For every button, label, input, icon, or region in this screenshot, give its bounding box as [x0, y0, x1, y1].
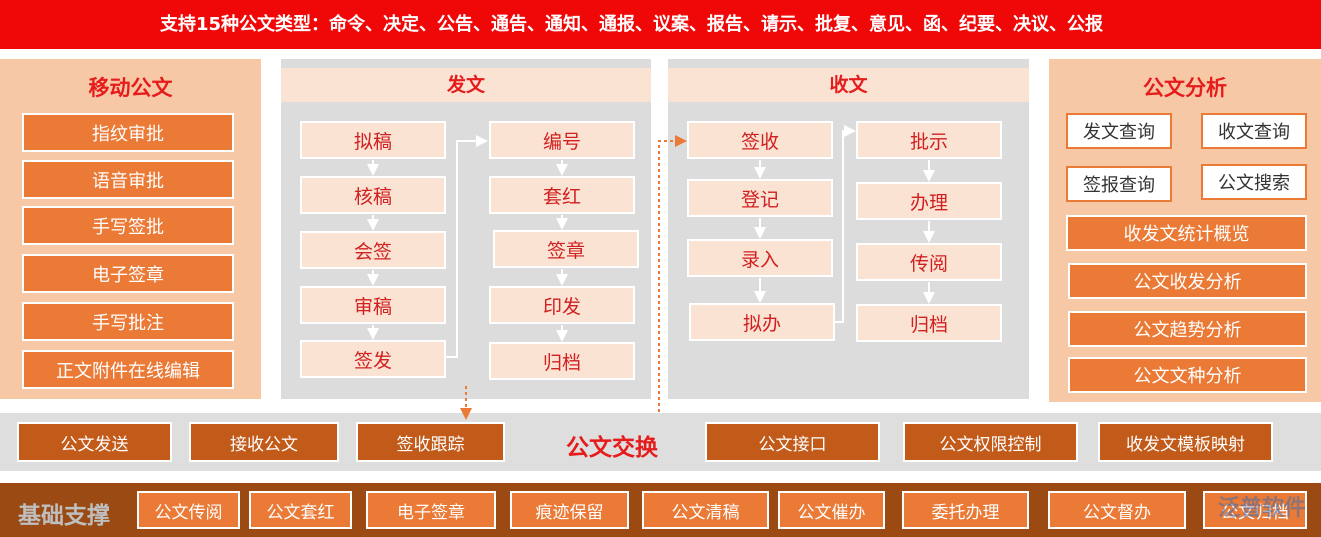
mobile-title: 移动公文: [88, 76, 173, 100]
receive-step-circulate[interactable]: 传阅: [856, 243, 1002, 281]
base-supervise-button[interactable]: 公文督办: [1048, 491, 1186, 529]
base-circulate-button[interactable]: 公文传阅: [137, 491, 240, 529]
exchange-receive-button[interactable]: 接收公文: [189, 422, 339, 462]
receive-step-archive[interactable]: 归档: [856, 304, 1002, 342]
base-urge-button[interactable]: 公文催办: [778, 491, 885, 529]
base-label: 基础支撑: [18, 503, 110, 529]
send-query-button[interactable]: 发文查询: [1066, 113, 1172, 149]
base-trace-button[interactable]: 痕迹保留: [510, 491, 629, 529]
report-query-button[interactable]: 签报查询: [1066, 166, 1172, 202]
exchange-permission-button[interactable]: 公文权限控制: [903, 422, 1078, 462]
send-step-audit[interactable]: 审稿: [300, 286, 446, 324]
doc-search-button[interactable]: 公文搜索: [1201, 164, 1307, 200]
mobile-item-online-edit[interactable]: 正文附件在线编辑: [22, 350, 234, 389]
exchange-send-button[interactable]: 公文发送: [17, 422, 172, 462]
send-step-seal[interactable]: 签章: [493, 230, 639, 268]
send-step-review[interactable]: 核稿: [300, 176, 446, 214]
mobile-item-handwrite-sign[interactable]: 手写签批: [22, 206, 234, 245]
send-step-print[interactable]: 印发: [489, 286, 635, 324]
receive-step-handle[interactable]: 办理: [856, 182, 1002, 220]
watermark-logo: 泛普软件: [1218, 496, 1307, 521]
send-step-number[interactable]: 编号: [489, 121, 635, 159]
mobile-item-e-seal[interactable]: 电子签章: [22, 254, 234, 293]
base-red-header-button[interactable]: 公文套红: [249, 491, 352, 529]
receive-step-sign[interactable]: 签收: [687, 121, 833, 159]
receive-step-instruct[interactable]: 批示: [856, 121, 1002, 159]
trend-analysis-button[interactable]: 公文趋势分析: [1068, 311, 1307, 347]
base-delegate-button[interactable]: 委托办理: [902, 491, 1029, 529]
mobile-item-voice[interactable]: 语音审批: [22, 160, 234, 199]
type-analysis-button[interactable]: 公文文种分析: [1068, 357, 1307, 393]
send-step-issue[interactable]: 签发: [300, 340, 446, 378]
receive-step-propose[interactable]: 拟办: [689, 303, 835, 341]
receive-step-register[interactable]: 登记: [687, 179, 833, 217]
exchange-interface-button[interactable]: 公文接口: [705, 422, 880, 462]
send-step-archive[interactable]: 归档: [489, 342, 635, 380]
base-e-seal-button[interactable]: 电子签章: [366, 491, 496, 529]
exchange-label: 公文交换: [566, 435, 658, 461]
mobile-item-fingerprint[interactable]: 指纹审批: [22, 113, 234, 152]
send-step-countersign[interactable]: 会签: [300, 231, 446, 269]
exchange-track-button[interactable]: 签收跟踪: [356, 422, 505, 462]
send-step-red-header[interactable]: 套红: [489, 176, 635, 214]
send-receive-analysis-button[interactable]: 公文收发分析: [1068, 263, 1307, 299]
base-clean-draft-button[interactable]: 公文清稿: [642, 491, 769, 529]
send-title: 发文: [281, 68, 651, 102]
receive-title: 收文: [668, 68, 1029, 102]
analysis-title: 公文分析: [1143, 76, 1227, 100]
receive-step-entry[interactable]: 录入: [687, 239, 833, 277]
mobile-item-handwrite-note[interactable]: 手写批注: [22, 302, 234, 341]
stats-overview-button[interactable]: 收发文统计概览: [1066, 215, 1307, 251]
send-step-draft[interactable]: 拟稿: [300, 121, 446, 159]
types-banner: 支持15种公文类型：命令、决定、公告、通告、通知、通报、议案、报告、请示、批复、…: [0, 0, 1321, 49]
receive-panel: [668, 59, 1029, 399]
exchange-template-button[interactable]: 收发文模板映射: [1098, 422, 1273, 462]
receive-query-button[interactable]: 收文查询: [1201, 113, 1307, 149]
base-archive-button[interactable]: 公文归档: [1203, 491, 1307, 529]
